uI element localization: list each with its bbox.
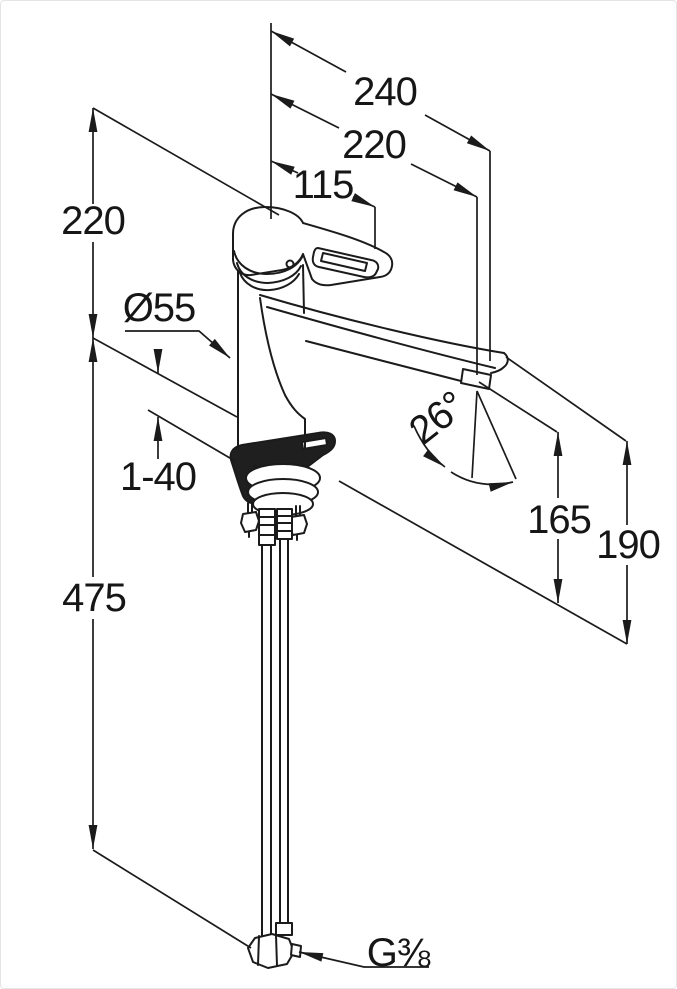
supply-hoses [258,508,293,937]
mounting-bolts [240,502,308,541]
mounting-flange [245,463,321,516]
dim-165-label: 165 [527,498,591,542]
dim-thread: G⅜ [298,931,432,975]
dim-115-label: 115 [293,163,354,207]
dim-220-top: 220 [270,93,478,198]
dim-clamp-range: 1-40 [120,349,197,499]
dim-diameter-label: Ø55 [123,286,196,330]
dim-240: 240 [270,30,491,152]
dim-spout-angle: 26° [401,383,517,492]
dim-190: 190 [596,441,661,644]
dim-clamp-label: 1-40 [120,455,196,499]
dim-220-top-label: 220 [342,123,406,167]
dim-diameter-55: Ø55 [123,286,231,359]
dim-240-label: 240 [353,70,417,114]
faucet-body [237,264,306,453]
deck-plane-line-right [338,480,628,645]
dim-115: 115 [270,160,376,208]
handle-lever [232,206,394,292]
deck-underside-line [147,409,236,462]
dim-190-label: 190 [596,523,660,567]
outlet-reference-line [478,381,558,433]
handle-loop-hole [311,247,380,279]
deck-plane-line-left [92,337,238,418]
spout-top-reference-line [505,356,627,442]
spout [259,294,509,390]
connection-nut [247,933,302,969]
dimension-annotations: 240 220 115 220 Ø55 1-40 [61,23,661,975]
dim-475-label: 475 [62,576,126,620]
dim-220-left: 220 [61,108,126,338]
extension-line-left-height [92,107,280,216]
dim-angle-label: 26° [401,383,473,453]
dim-475: 475 [62,338,252,949]
dim-thread-label: G⅜ [367,931,431,975]
lever-underside-detail [285,259,295,269]
faucet-illustration [229,206,509,969]
dim-220-left-label: 220 [61,199,125,243]
dim-165: 165 [527,432,592,603]
